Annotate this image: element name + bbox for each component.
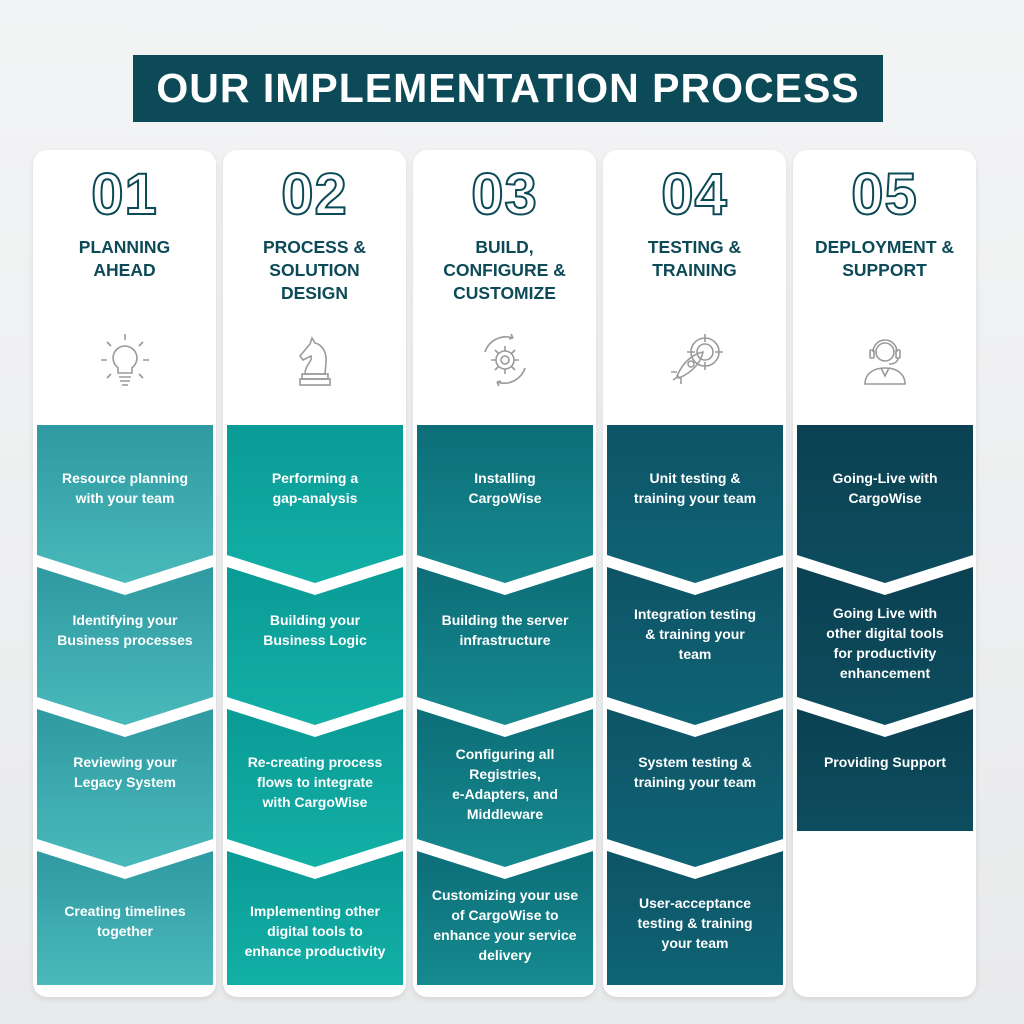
step-text: Reviewing your Legacy System <box>73 754 177 790</box>
step-card: User-acceptance testing & training your … <box>607 851 783 985</box>
step-text: Implementing other digital tools to enha… <box>244 903 386 959</box>
step-card: Installing CargoWise <box>417 425 593 583</box>
step-card: Re-creating process flows to integrate w… <box>227 709 403 867</box>
step-card: Configuring all Registries, e-Adapters, … <box>417 709 593 867</box>
step-text: Re-creating process flows to integrate w… <box>247 754 383 810</box>
step-text: Going Live with other digital tools for … <box>826 605 944 681</box>
lightbulb-icon <box>93 328 157 392</box>
step-card: Going Live with other digital tools for … <box>797 567 973 725</box>
step-card: Identifying your Business processes <box>37 567 213 725</box>
step-card: Implementing other digital tools to enha… <box>227 851 403 985</box>
step-text: Building your Business Logic <box>263 612 367 648</box>
step-card: Providing Support <box>797 709 973 831</box>
step-text: Integration testing & training your team <box>633 606 757 662</box>
step-text: Providing Support <box>823 754 947 770</box>
step-text: Building the server infrastructure <box>441 612 569 648</box>
step-text: Creating timelines together <box>64 903 186 939</box>
chess-knight-icon <box>283 328 347 392</box>
step-text: Resource planning with your team <box>61 470 189 506</box>
step-card: Customizing your use of CargoWise to enh… <box>417 851 593 985</box>
step-text: System testing & training your team <box>633 754 757 790</box>
step-text: User-acceptance testing & training your … <box>637 895 753 951</box>
gear-cycle-icon <box>473 328 537 392</box>
step-card: Reviewing your Legacy System <box>37 709 213 867</box>
phase-title: PLANNING AHEAD <box>78 237 171 280</box>
phase-title: BUILD, CONFIGURE & CUSTOMIZE <box>443 237 566 303</box>
phase-title: TESTING & TRAINING <box>647 237 742 280</box>
step-card: Performing a gap-analysis <box>227 425 403 583</box>
step-card: Building the server infrastructure <box>417 567 593 725</box>
step-text: Identifying your Business processes <box>57 612 193 648</box>
step-card: System testing & training your team <box>607 709 783 867</box>
phase-column-deployment: 05 DEPLOYMENT & SUPPORT Going-Live with … <box>793 150 976 997</box>
phase-column-planning: 01 PLANNING AHEAD Resource planning with… <box>33 150 216 997</box>
step-card: Resource planning with your team <box>37 425 213 583</box>
phase-column-testing: 04 TESTING & TRAINING Unit testing & tra… <box>603 150 786 997</box>
phase-number: 04 <box>660 161 728 228</box>
phase-title: DEPLOYMENT & SUPPORT <box>814 237 955 280</box>
step-card: Creating timelines together <box>37 851 213 985</box>
step-text: Performing a gap-analysis <box>271 470 359 506</box>
support-agent-icon <box>853 328 917 392</box>
phase-title: PROCESS & SOLUTION DESIGN <box>262 237 367 303</box>
step-text: Configuring all Registries, e-Adapters, … <box>452 746 558 822</box>
phase-number: 05 <box>850 161 918 228</box>
step-card: Integration testing & training your team <box>607 567 783 725</box>
phase-number: 02 <box>280 161 348 228</box>
phase-number: 03 <box>470 161 538 228</box>
step-card: Going-Live with CargoWise <box>797 425 973 583</box>
phase-number: 01 <box>90 161 158 228</box>
step-text: Unit testing & training your team <box>633 470 757 506</box>
step-text: Customizing your use of CargoWise to enh… <box>431 887 579 963</box>
step-card: Building your Business Logic <box>227 567 403 725</box>
phase-column-design: 02 PROCESS & SOLUTION DESIGN Performing … <box>223 150 406 997</box>
step-text: Installing CargoWise <box>468 470 542 506</box>
step-card: Unit testing & training your team <box>607 425 783 583</box>
step-text: Going-Live with CargoWise <box>832 470 938 506</box>
page-title: OUR IMPLEMENTATION PROCESS <box>133 55 883 122</box>
phase-column-build: 03 BUILD, CONFIGURE & CUSTOMIZE Installi… <box>413 150 596 997</box>
rocket-target-icon <box>663 328 727 392</box>
